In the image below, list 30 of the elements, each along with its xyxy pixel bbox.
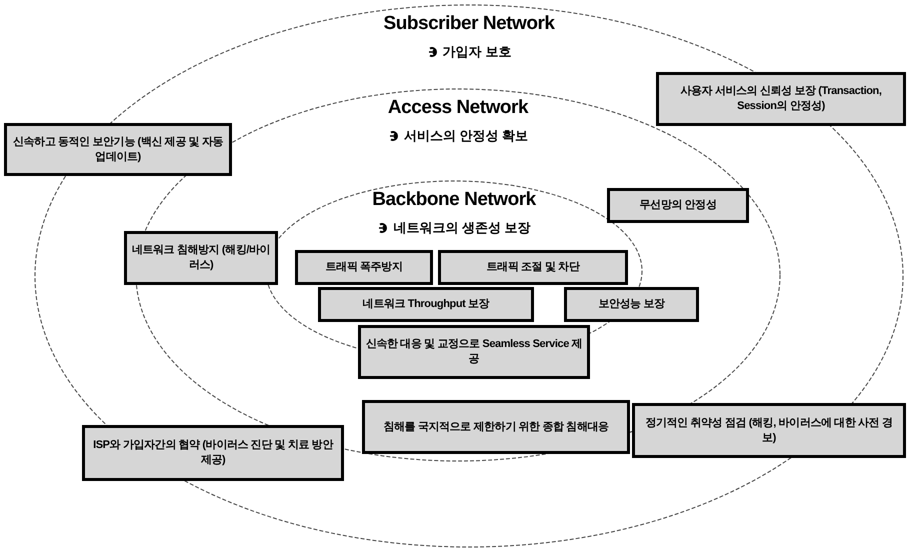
measure-box [656,72,906,126]
measure-box [607,188,749,223]
zone-goal: 서비스의 안정성 확보 [404,128,528,144]
box-text: 네트워크 Throughput 보장 [362,297,490,312]
measure-box [318,287,534,322]
box-text: 트래픽 조절 및 차단 [486,260,580,275]
box-text: 사용자 서비스의 신뢰성 보장 (Transaction, Session의 안정성) [679,84,883,114]
zone-title: Subscriber Network [384,12,554,36]
measure-box [358,325,590,379]
measure-box [564,287,699,322]
box-text: 보안성능 보장 [598,297,665,312]
measure-box [632,403,906,458]
box-text: 신속한 대응 및 교정으로 Seamless Service 제공 [365,337,583,367]
zone-goal: 네트워크의 생존성 보장 [393,220,531,236]
box-text: 침해를 국지적으로 제한하기 위한 종합 침해대응 [383,420,609,434]
box-text: ISP와 가입자간의 협약 (바이러스 진단 및 치료 방안제공) [92,438,334,468]
box-text: 신속하고 동적인 보안기능 (백신 제공 및 자동 업데이트) [12,134,224,164]
box-text: 정기적인 취약성 점검 (해킹, 바이러스에 대한 사전 경보) [644,416,894,446]
measure-box [295,250,433,285]
measure-box [82,425,344,481]
box-text: 트래픽 폭주방지 [326,260,402,275]
box-text: 무선망의 안정성 [640,198,716,213]
box-text: 네트워크 침해방지 (해킹/바이러스) [131,243,271,273]
measure-box [438,250,628,285]
zone-title: Backbone Network [372,188,536,212]
measure-box [362,400,630,454]
zone-title: Access Network [388,96,528,120]
measure-box [124,231,278,285]
zone-goal: 가입자 보호 [442,44,512,60]
measure-box [4,123,232,176]
